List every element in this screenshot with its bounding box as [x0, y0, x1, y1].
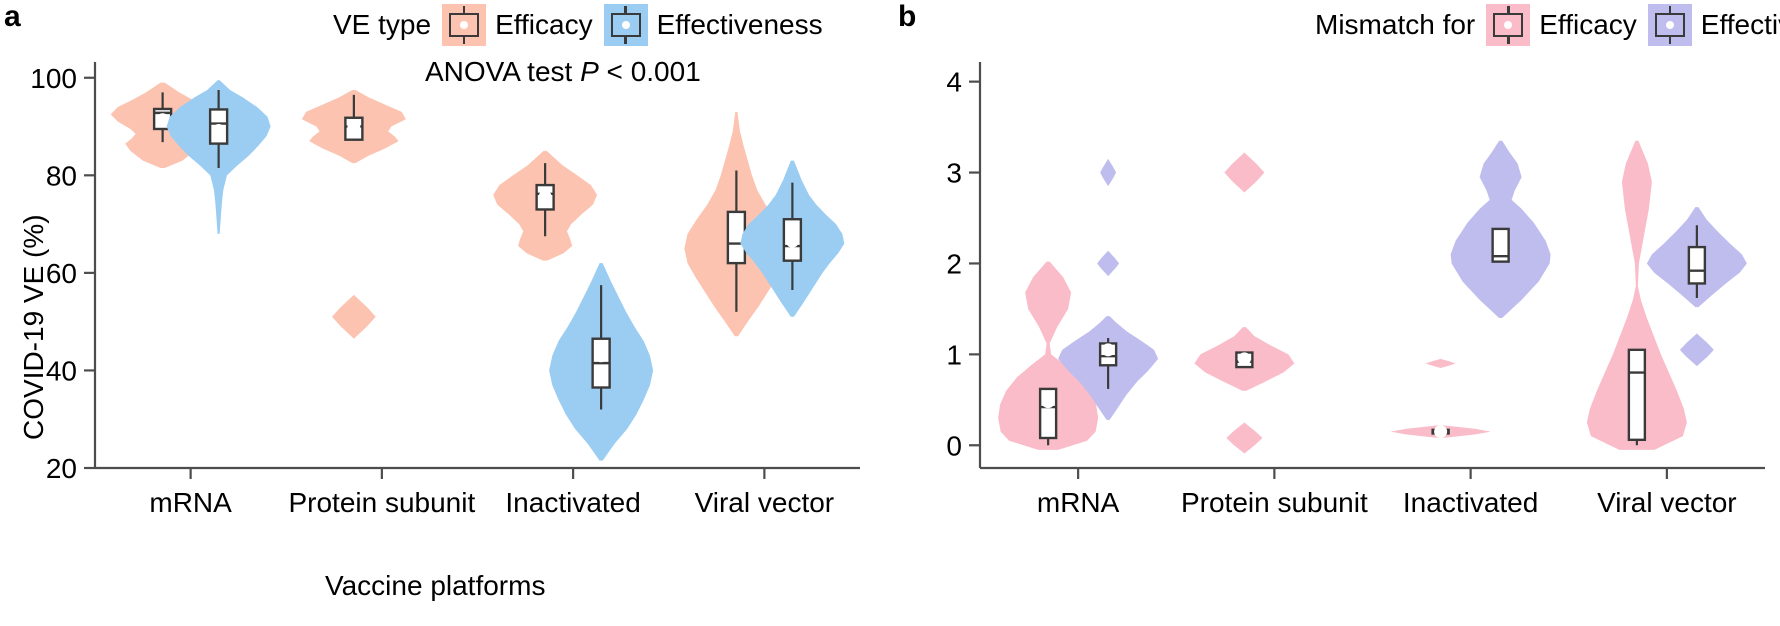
- mean-point: [212, 123, 226, 137]
- y-tick-label: 40: [46, 355, 77, 386]
- mean-point: [785, 234, 799, 248]
- legend-label-effectiveness-b: Effectiveness: [1700, 9, 1780, 40]
- boxplot-swatch-icon: [442, 4, 487, 46]
- violin-satellite-shape: [1224, 152, 1265, 193]
- violin-satellite-shape: [1425, 358, 1456, 368]
- y-tick-label: 1: [946, 339, 962, 370]
- x-tick-label: mRNA: [1037, 487, 1120, 518]
- x-tick-label: mRNA: [149, 487, 232, 518]
- y-tick-label: 80: [46, 160, 77, 191]
- violin-satellite-shape: [1097, 250, 1120, 277]
- y-tick-label: 100: [30, 63, 77, 94]
- panel-a-stat-annotation: ANOVA test P < 0.001: [425, 56, 701, 87]
- panel-a-x-axis-title: Vaccine platforms: [325, 570, 546, 601]
- panel-b-legend: Mismatch for Efficacy Effectiveness: [1315, 4, 1780, 46]
- legend-label-effectiveness-a: Effectiveness: [656, 9, 823, 40]
- mean-point: [1690, 255, 1704, 269]
- mean-point: [729, 225, 743, 239]
- mean-point: [1041, 395, 1055, 409]
- mean-point: [594, 349, 608, 363]
- legend-label-efficacy-a: Efficacy: [495, 9, 593, 40]
- legend-entry-effectiveness-b[interactable]: Effectiveness: [1647, 4, 1780, 46]
- y-tick-label: 20: [46, 453, 77, 484]
- violin-satellite-shape: [1226, 422, 1263, 454]
- panel-a: a VE type Efficacy Effectiveness ANOVA t…: [4, 0, 860, 601]
- violin-satellite-shape: [1100, 158, 1117, 187]
- violin-shape: [998, 261, 1099, 450]
- legend-entry-efficacy-b[interactable]: Efficacy: [1486, 4, 1637, 46]
- legend-entry-efficacy-a[interactable]: Efficacy: [442, 4, 593, 46]
- boxplot-swatch-icon: [603, 4, 648, 46]
- panel-a-letter: a: [4, 0, 21, 33]
- legend-label-efficacy-b: Efficacy: [1539, 9, 1637, 40]
- x-tick-label: Protein subunit: [1181, 487, 1368, 518]
- x-tick-label: Viral vector: [1597, 487, 1737, 518]
- panel-b: b Mismatch for Efficacy Effectiveness Kr…: [890, 0, 1780, 626]
- mean-point: [1237, 352, 1251, 366]
- y-tick-label: 2: [946, 248, 962, 279]
- mean-point: [1101, 343, 1115, 357]
- panel-a-legend: VE type Efficacy Effectiveness: [333, 4, 823, 46]
- x-tick-label: Protein subunit: [288, 487, 475, 518]
- mean-point: [156, 113, 170, 127]
- panel-a-plot: 20 40 60 80 100 mRNA Protein subunit Inactivate…: [30, 62, 860, 518]
- boxplot-swatch-icon: [1486, 4, 1531, 46]
- panel-b-letter: b: [898, 0, 917, 33]
- boxplot-swatch-icon: [1647, 4, 1692, 46]
- panel-b-plot: 0 1 2 3 4 mRNA Protein subunit Inactivated Viral…: [946, 62, 1765, 518]
- violin-satellite-shape: [332, 294, 376, 339]
- y-tick-label: 4: [946, 67, 962, 98]
- panel-a-legend-title: VE type: [333, 9, 432, 40]
- x-tick-label: Inactivated: [1403, 487, 1538, 518]
- violin-satellite-shape: [1679, 333, 1714, 367]
- x-tick-label: Viral vector: [695, 487, 835, 518]
- violin-shape: [1586, 140, 1687, 450]
- mean-point: [1630, 395, 1644, 409]
- panel-b-legend-title: Mismatch for: [1315, 9, 1476, 40]
- mean-point: [1494, 236, 1508, 250]
- y-tick-label: 3: [946, 158, 962, 189]
- mean-point: [1434, 425, 1448, 439]
- mean-point: [538, 190, 552, 204]
- mean-point: [347, 121, 361, 135]
- legend-entry-effectiveness-a[interactable]: Effectiveness: [603, 4, 823, 46]
- y-tick-label: 0: [946, 430, 962, 461]
- x-tick-label: Inactivated: [505, 487, 640, 518]
- box-rect: [1627, 348, 1647, 442]
- y-tick-label: 60: [46, 258, 77, 289]
